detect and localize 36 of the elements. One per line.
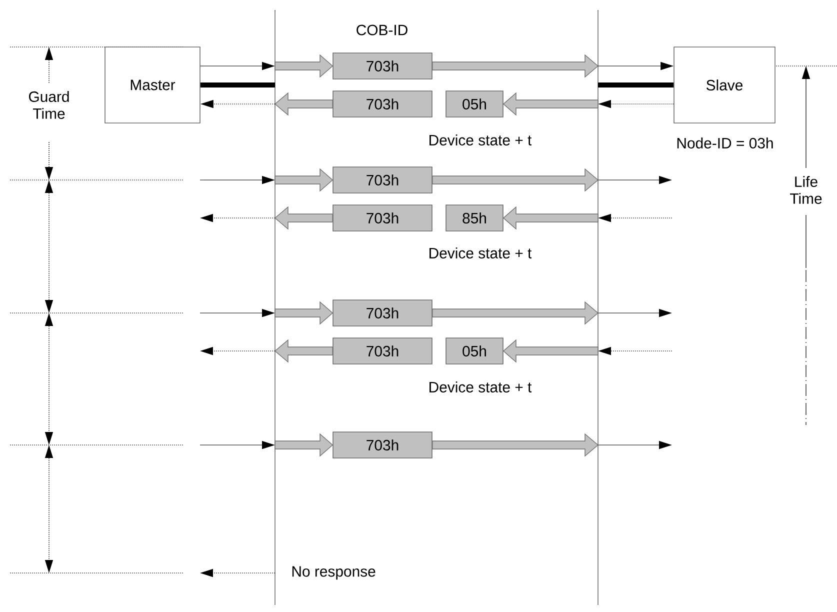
text-label: Node-ID = 03h xyxy=(677,138,773,148)
message-field: 703h xyxy=(332,300,432,326)
message-arrow xyxy=(274,339,333,363)
message-field: 703h xyxy=(332,90,432,118)
message-arrow xyxy=(274,168,334,192)
message-field: 703h xyxy=(332,338,432,364)
dimension-label: Life Time xyxy=(790,176,822,204)
message-field: 703h xyxy=(332,204,432,232)
message-arrow xyxy=(274,301,334,325)
thick-line xyxy=(598,82,674,88)
message-arrow xyxy=(274,54,334,78)
message-field: 703h xyxy=(332,52,432,80)
message-arrow xyxy=(502,206,598,230)
message-arrow xyxy=(274,92,333,116)
dimension-label: Guard Time xyxy=(29,91,69,119)
message-arrow xyxy=(432,433,599,457)
text-label: COB-ID xyxy=(356,24,408,36)
station-box: Master xyxy=(104,46,200,124)
message-arrow xyxy=(502,339,598,363)
message-field: 85h xyxy=(446,204,504,232)
station-box: Slave xyxy=(674,46,776,124)
message-arrow xyxy=(432,301,599,325)
message-arrow xyxy=(274,433,334,457)
message-arrow xyxy=(432,54,599,78)
message-arrow xyxy=(432,168,599,192)
text-label: Device state + t xyxy=(430,382,532,392)
message-field: 703h xyxy=(332,432,432,458)
message-field: 05h xyxy=(446,338,504,364)
message-arrow xyxy=(502,92,598,116)
text-label: Device state + t xyxy=(430,134,532,146)
message-field: 703h xyxy=(332,166,432,194)
text-label: No response xyxy=(292,566,376,580)
message-arrow xyxy=(274,206,333,230)
text-label: Device state + t xyxy=(430,248,532,258)
message-field: 05h xyxy=(446,90,504,118)
thick-line xyxy=(200,82,275,88)
